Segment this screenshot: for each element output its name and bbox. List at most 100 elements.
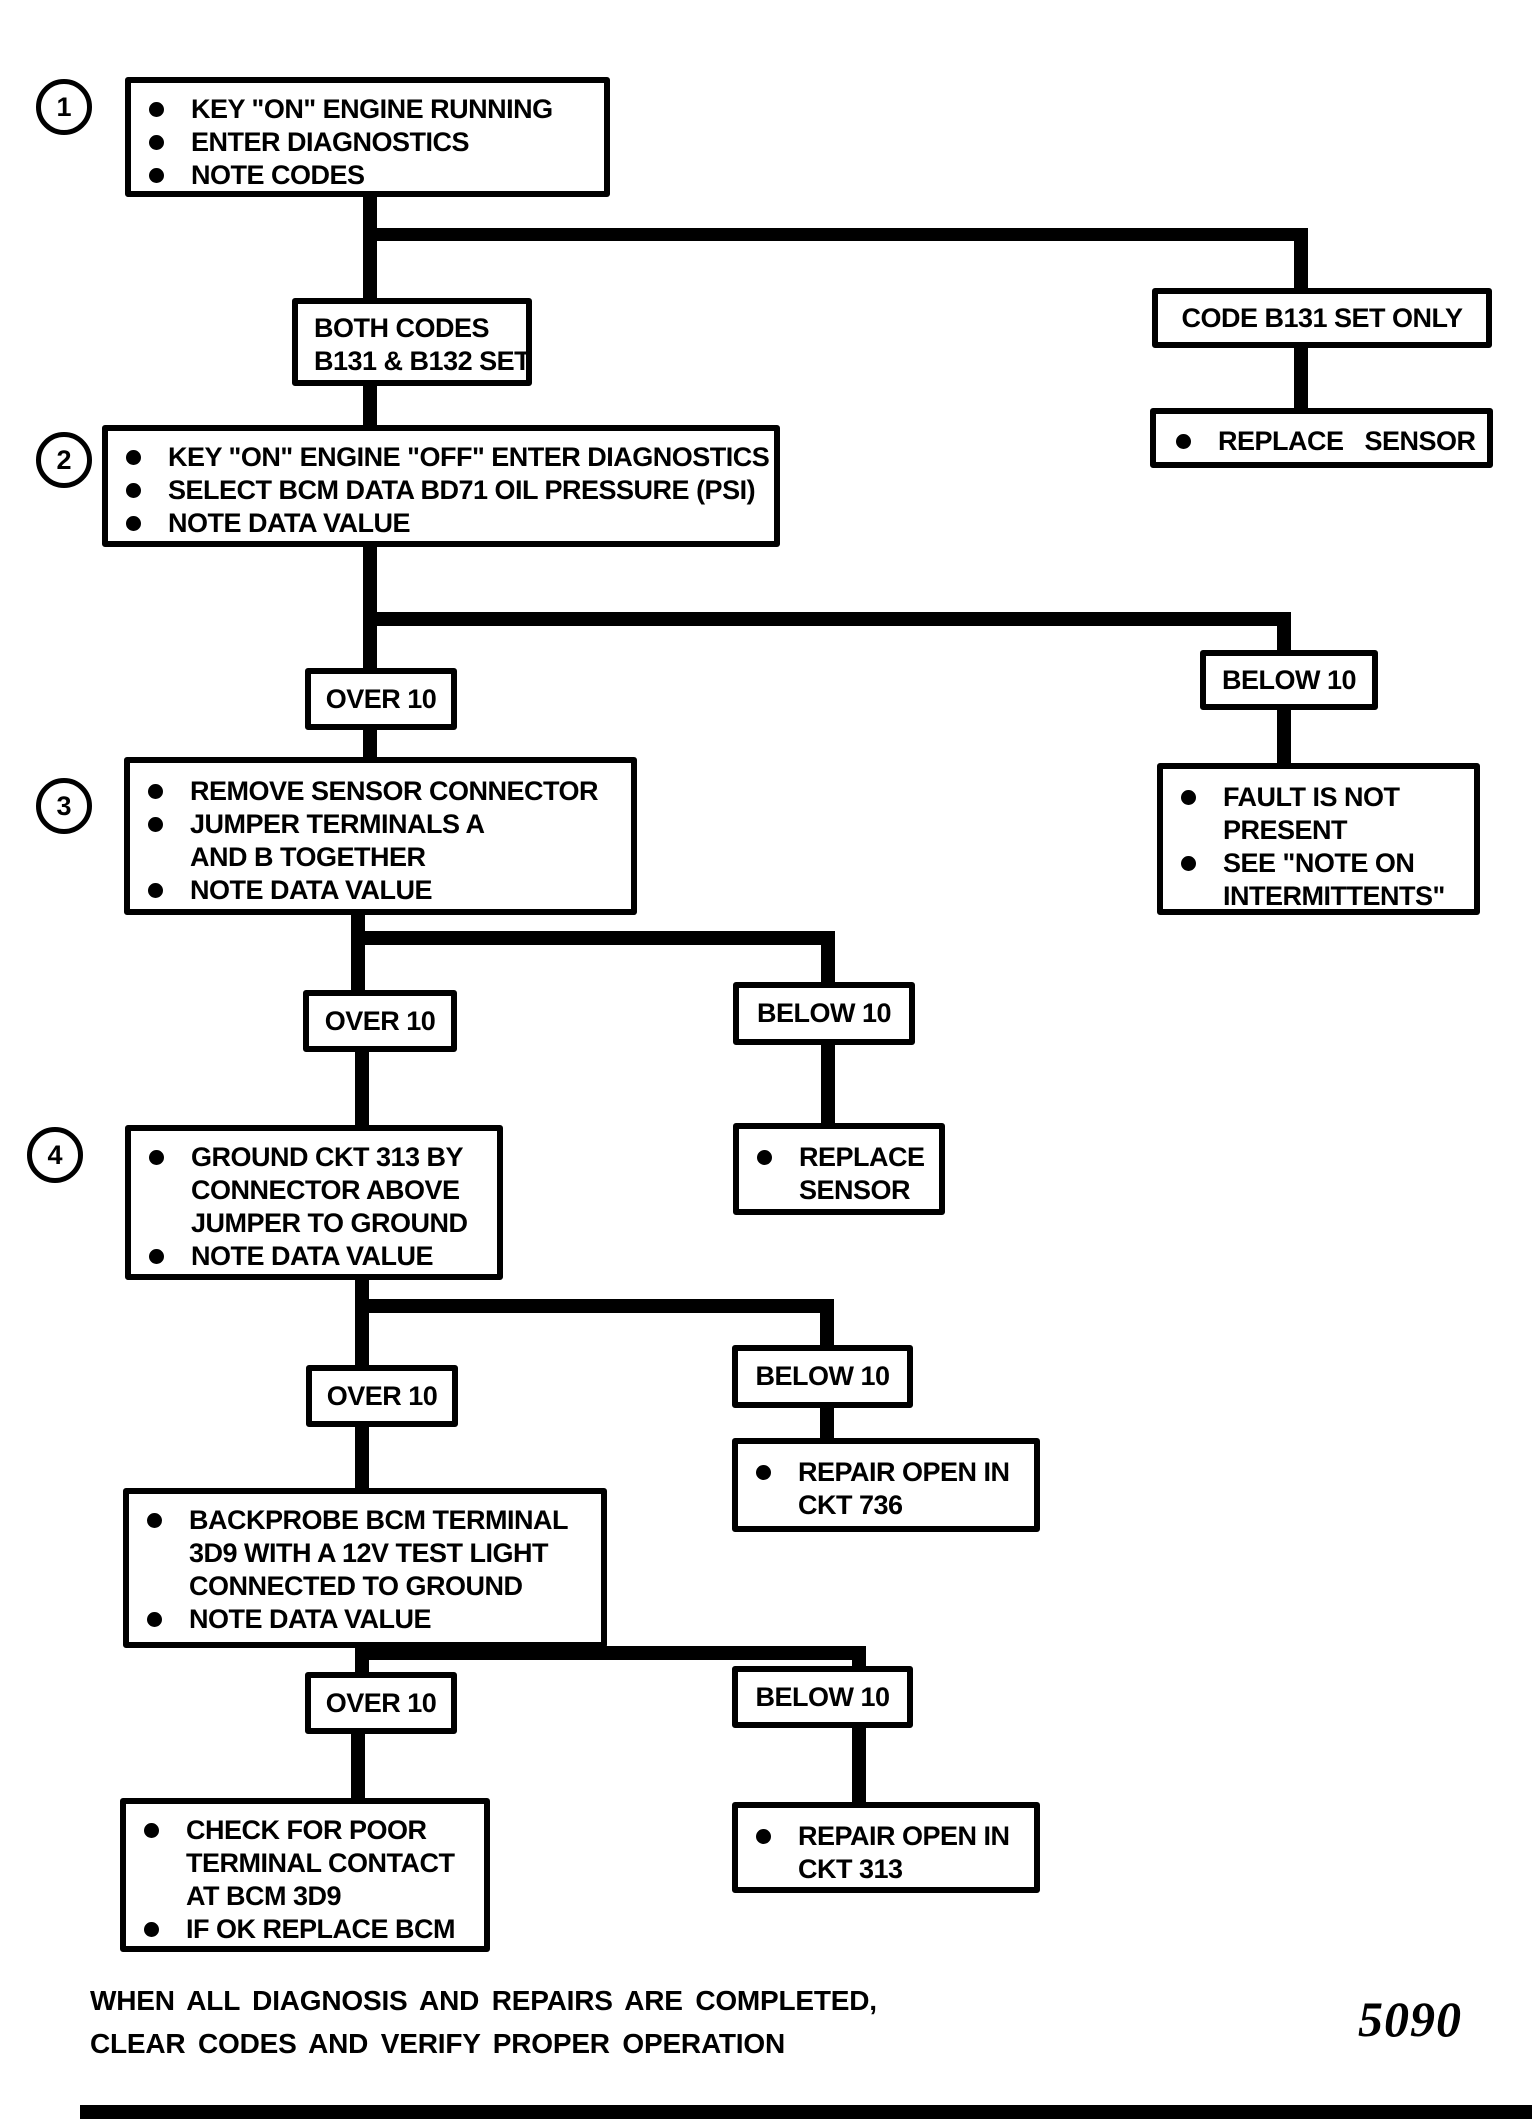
- over-10-box-c: OVER 10: [306, 1365, 458, 1427]
- bullet-icon: [1176, 434, 1191, 449]
- step1-item2: ENTER DIAGNOSTICS: [191, 127, 470, 157]
- list-item: REPAIR OPEN IN CKT 313: [738, 1808, 1034, 1886]
- step4-number-badge: 4: [27, 1127, 83, 1183]
- step2-item3: NOTE DATA VALUE: [168, 508, 411, 538]
- step4-number: 4: [47, 1139, 63, 1170]
- connector-below10b-to-replace-sensor: [821, 1045, 835, 1123]
- list-item: NOTE CODES: [149, 159, 598, 192]
- list-item: SELECT BCM DATA BD71 OIL PRESSURE (PSI): [126, 474, 768, 507]
- list-item: IF OK REPLACE BCM: [144, 1913, 478, 1946]
- connector-to-below10-c: [820, 1299, 834, 1345]
- fault-line3: SEE "NOTE ON: [1223, 848, 1415, 878]
- bullet-icon: [149, 168, 164, 183]
- step2-number: 2: [56, 444, 72, 475]
- connector-over10a-to-step3: [363, 730, 377, 757]
- both-codes-line1: BOTH CODES: [314, 313, 490, 343]
- connector-code-b131-to-replace-sensor: [1294, 348, 1308, 408]
- list-item: NOTE DATA VALUE: [147, 1603, 595, 1636]
- bullet-icon: [147, 1612, 162, 1627]
- below-10-label: BELOW 10: [1221, 664, 1357, 695]
- repair-736-line2: CKT 736: [798, 1490, 903, 1520]
- both-codes-box: BOTH CODES B131 & B132 SET: [292, 298, 532, 386]
- step6-item2: IF OK REPLACE BCM: [186, 1914, 456, 1944]
- list-item: CHECK FOR POOR TERMINAL CONTACT AT BCM 3…: [144, 1814, 478, 1913]
- replace-sensor-mid-box: REPLACE SENSOR: [733, 1123, 945, 1215]
- step4-list: GROUND CKT 313 BY CONNECTOR ABOVE JUMPER…: [131, 1131, 497, 1279]
- step6-item1-line3: AT BCM 3D9: [186, 1881, 342, 1911]
- step5-item2: NOTE DATA VALUE: [189, 1604, 432, 1634]
- step2-item1: KEY "ON" ENGINE "OFF" ENTER DIAGNOSTICS: [168, 442, 770, 472]
- step6-box: CHECK FOR POOR TERMINAL CONTACT AT BCM 3…: [120, 1798, 490, 1952]
- step5-item1-line2: 3D9 WITH A 12V TEST LIGHT: [189, 1538, 549, 1568]
- list-item: REPAIR OPEN IN CKT 736: [738, 1444, 1034, 1522]
- over-10-box-b: OVER 10: [303, 990, 457, 1052]
- step6-item1-line1: CHECK FOR POOR: [186, 1815, 427, 1845]
- list-item: ENTER DIAGNOSTICS: [149, 126, 598, 159]
- connector-below10c-to-repair736: [820, 1408, 834, 1438]
- bullet-icon: [148, 784, 163, 799]
- over-10-label: OVER 10: [324, 1005, 436, 1036]
- step1-number-badge: 1: [36, 79, 92, 135]
- both-codes-text: BOTH CODES B131 & B132 SET: [298, 304, 531, 378]
- step4-item1-line1: GROUND CKT 313 BY: [191, 1142, 464, 1172]
- fault-line1: FAULT IS NOT: [1223, 782, 1400, 812]
- step5-item1-line3: CONNECTED TO GROUND: [189, 1571, 523, 1601]
- step1-box: KEY "ON" ENGINE RUNNING ENTER DIAGNOSTIC…: [125, 77, 610, 197]
- list-item: KEY "ON" ENGINE "OFF" ENTER DIAGNOSTICS: [126, 441, 770, 474]
- connector-to-code-b131: [1294, 228, 1308, 288]
- connector-level5-horizontal: [355, 1646, 866, 1660]
- fault-not-present-box: FAULT IS NOT PRESENT SEE "NOTE ON INTERM…: [1157, 763, 1480, 915]
- bullet-icon: [149, 1150, 164, 1165]
- list-item: BACKPROBE BCM TERMINAL 3D9 WITH A 12V TE…: [147, 1504, 595, 1603]
- footer-note-line2: CLEAR CODES AND VERIFY PROPER OPERATION: [90, 2028, 785, 2059]
- below-10-box-c: BELOW 10: [732, 1345, 913, 1408]
- list-item: FAULT IS NOT PRESENT: [1181, 781, 1468, 847]
- step4-box: GROUND CKT 313 BY CONNECTOR ABOVE JUMPER…: [125, 1125, 503, 1280]
- step2-number-badge: 2: [36, 432, 92, 488]
- step1-item1: KEY "ON" ENGINE RUNNING: [191, 94, 553, 124]
- list-item: KEY "ON" ENGINE RUNNING: [149, 93, 598, 126]
- connector-below10d-to-repair313: [852, 1728, 866, 1802]
- bullet-icon: [148, 817, 163, 832]
- step1-item3: NOTE CODES: [191, 160, 365, 190]
- connector-over10d-to-step6: [351, 1734, 365, 1798]
- over-10-box-d: OVER 10: [305, 1672, 457, 1734]
- fault-list: FAULT IS NOT PRESENT SEE "NOTE ON INTERM…: [1163, 769, 1474, 919]
- connector-over10b-to-step4: [355, 1052, 369, 1125]
- list-item: REPLACE SENSOR: [739, 1129, 939, 1207]
- step3-box: REMOVE SENSOR CONNECTOR JUMPER TERMINALS…: [124, 757, 637, 915]
- replace-sensor-top-label: REPLACE SENSOR: [1218, 426, 1476, 456]
- step6-list: CHECK FOR POOR TERMINAL CONTACT AT BCM 3…: [126, 1804, 484, 1952]
- connector-level2-horizontal: [363, 612, 1291, 626]
- below-10-label: BELOW 10: [755, 1361, 890, 1391]
- connector-step3-down: [351, 915, 365, 990]
- step3-item2-line2: AND B TOGETHER: [190, 842, 426, 872]
- step2-list: KEY "ON" ENGINE "OFF" ENTER DIAGNOSTICS …: [108, 431, 774, 546]
- step6-item1-line2: TERMINAL CONTACT: [186, 1848, 455, 1878]
- connector-below10a-to-fault: [1277, 708, 1291, 763]
- connector-step2-down: [363, 547, 377, 668]
- step3-number-badge: 3: [36, 778, 92, 834]
- below-10-box-b: BELOW 10: [733, 982, 915, 1045]
- connector-both-codes-to-step2: [363, 386, 377, 425]
- connector-step1-down: [363, 197, 377, 298]
- repair-ckt-736-box: REPAIR OPEN IN CKT 736: [732, 1438, 1040, 1532]
- connector-level4-horizontal: [355, 1299, 834, 1313]
- bullet-icon: [756, 1829, 771, 1844]
- figure-number: 5090: [1358, 1991, 1462, 2047]
- over-10-box-a: OVER 10: [305, 668, 457, 730]
- step5-list: BACKPROBE BCM TERMINAL 3D9 WITH A 12V TE…: [129, 1494, 601, 1642]
- replace-sensor-top-box: REPLACE SENSOR: [1150, 408, 1493, 468]
- repair-736-line1: REPAIR OPEN IN: [798, 1457, 1010, 1487]
- bullet-icon: [126, 483, 141, 498]
- replace-sensor-mid-line1: REPLACE: [799, 1142, 925, 1172]
- footer-note-line1: WHEN ALL DIAGNOSIS AND REPAIRS ARE COMPL…: [90, 1985, 877, 2016]
- step3-list: REMOVE SENSOR CONNECTOR JUMPER TERMINALS…: [130, 763, 631, 913]
- step4-item1-line3: JUMPER TO GROUND: [191, 1208, 468, 1238]
- fault-line4: INTERMITTENTS": [1223, 881, 1445, 911]
- below-10-box-d: BELOW 10: [732, 1666, 913, 1728]
- bullet-icon: [756, 1465, 771, 1480]
- bullet-icon: [149, 102, 164, 117]
- connector-level3-horizontal: [351, 931, 835, 945]
- connector-step4-down: [355, 1280, 369, 1365]
